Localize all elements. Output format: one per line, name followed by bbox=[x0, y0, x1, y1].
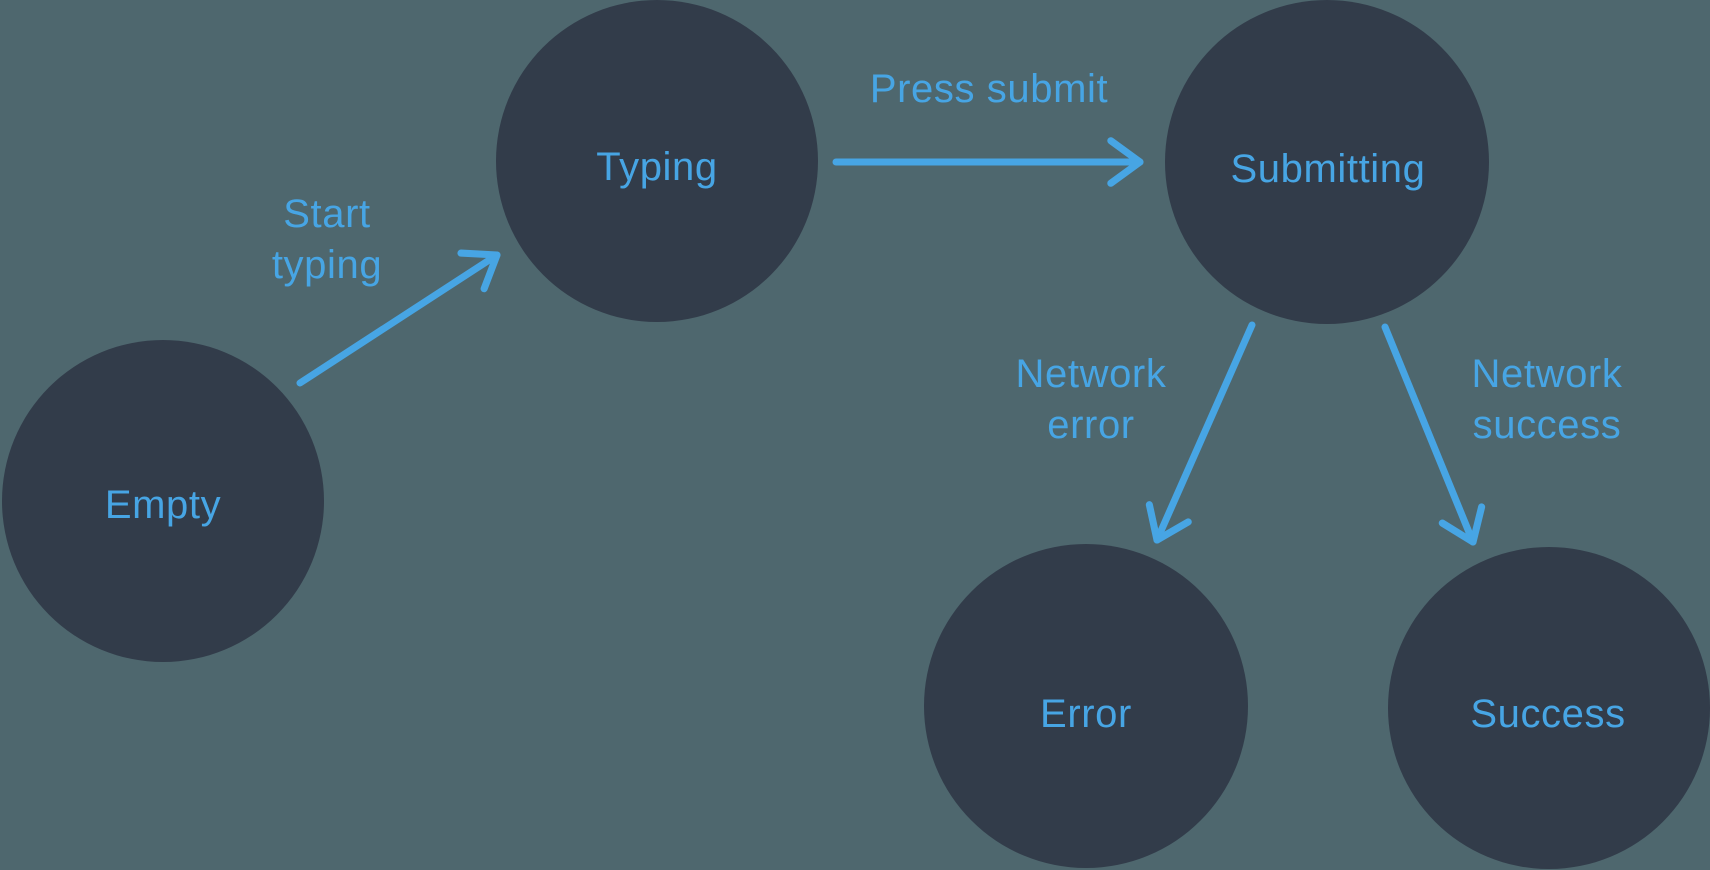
edge-label-network-error-line1: Network bbox=[1016, 352, 1167, 396]
node-success-label: Success bbox=[1470, 692, 1625, 736]
node-submitting-label: Submitting bbox=[1231, 147, 1426, 191]
node-typing-label: Typing bbox=[596, 145, 717, 189]
node-error: Error bbox=[924, 544, 1248, 868]
node-typing-circle bbox=[496, 0, 818, 322]
edge-label-network-error-line2: error bbox=[1047, 403, 1134, 447]
node-empty: Empty bbox=[2, 340, 324, 662]
node-error-label: Error bbox=[1040, 692, 1132, 736]
edge-label-start-typing-line1: Start bbox=[283, 192, 370, 236]
edge-network-success-arrow bbox=[1381, 323, 1486, 546]
edge-label-network-success-line1: Network bbox=[1472, 352, 1623, 396]
node-empty-circle bbox=[2, 340, 324, 662]
edge-network-error-arrow bbox=[1145, 321, 1256, 544]
edge-label-press-submit: Press submit bbox=[870, 67, 1108, 111]
edge-label-start-typing-line2: typing bbox=[272, 243, 382, 287]
node-typing: Typing bbox=[496, 0, 818, 322]
node-success-circle bbox=[1388, 547, 1710, 869]
edge-start-typing-arrow bbox=[296, 249, 501, 387]
edge-label-network-success-line2: success bbox=[1473, 403, 1622, 447]
node-empty-label: Empty bbox=[105, 483, 221, 527]
node-success: Success bbox=[1388, 547, 1710, 869]
node-error-circle bbox=[924, 544, 1248, 868]
node-submitting-circle bbox=[1165, 0, 1489, 324]
node-submitting: Submitting bbox=[1165, 0, 1489, 324]
